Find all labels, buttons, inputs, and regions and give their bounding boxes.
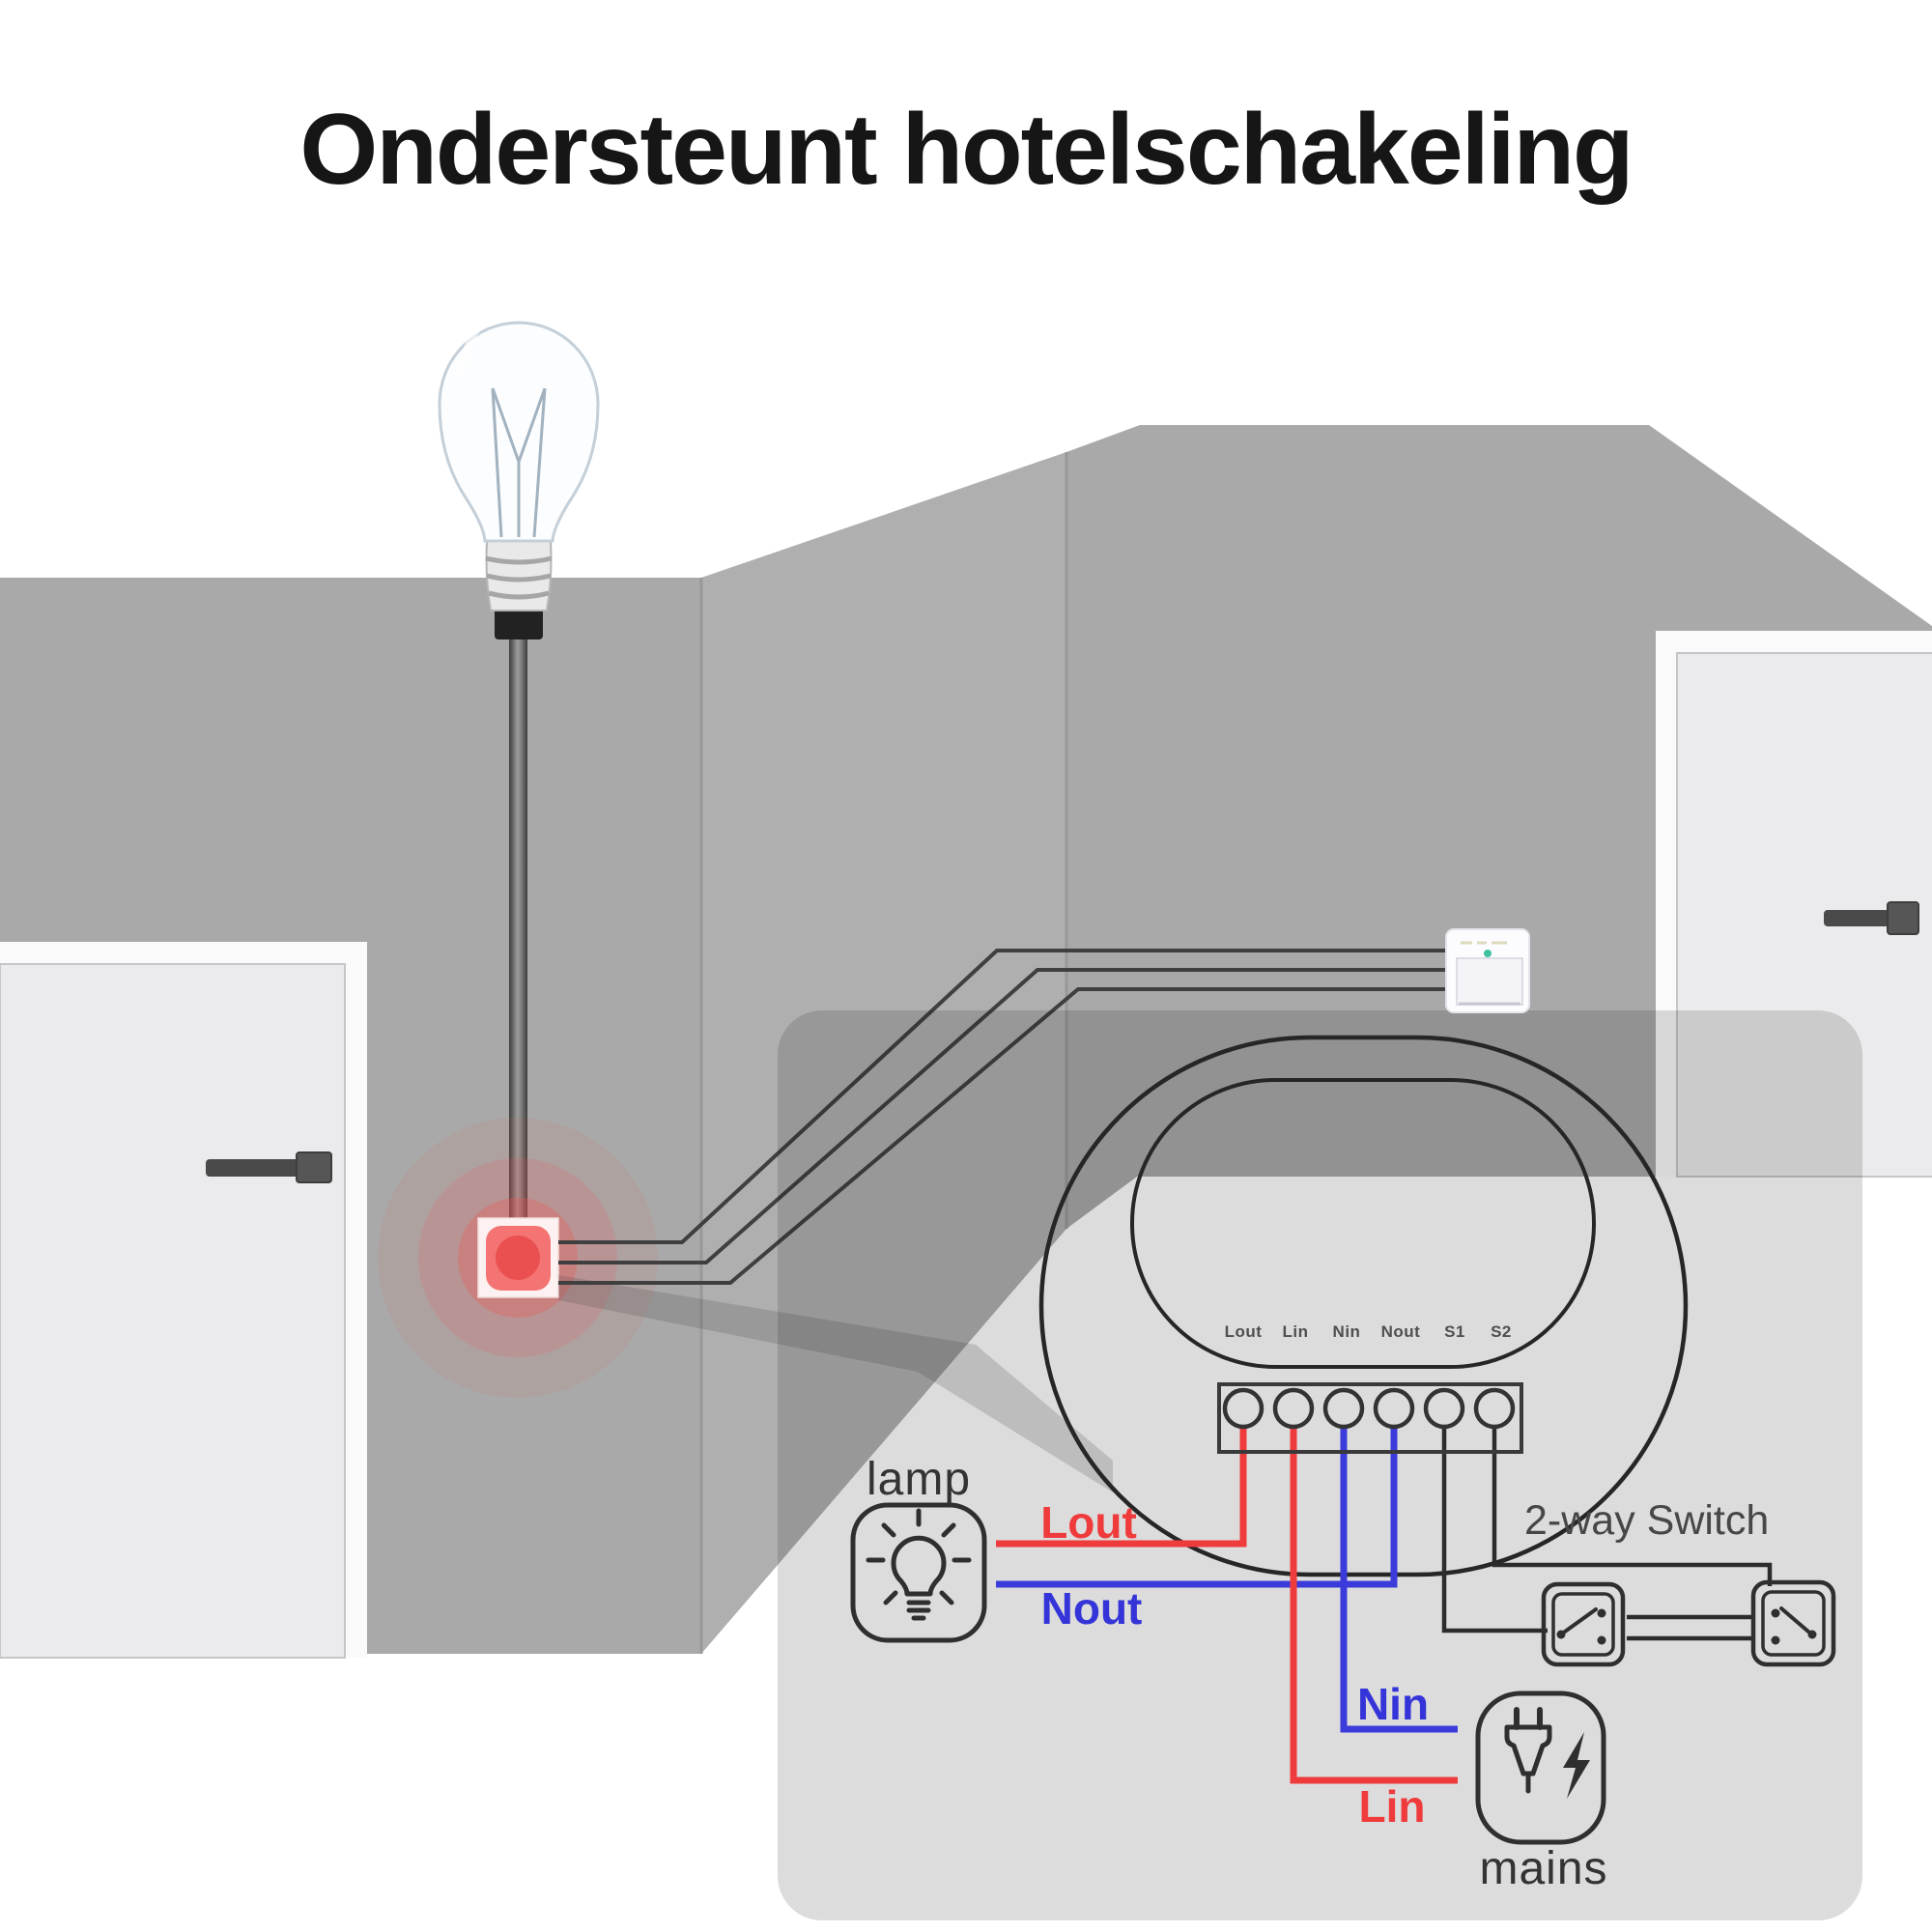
lamp-icon-box	[850, 1502, 987, 1643]
door-handle	[206, 1159, 300, 1177]
mains-icon-box	[1475, 1690, 1606, 1845]
wire-nout	[996, 1426, 1398, 1588]
terminal-circle	[1272, 1387, 1315, 1430]
terminal-label: Lout	[1225, 1322, 1263, 1341]
wire-labels: Lout Nout Nin Lin	[1040, 1497, 1429, 1832]
button-center	[496, 1236, 540, 1280]
wire-lout	[996, 1426, 1247, 1548]
run-wire-2	[558, 968, 1449, 1264]
wire-nin	[1340, 1426, 1458, 1733]
module-outline-outer	[1038, 1035, 1689, 1577]
wall-switch	[1445, 928, 1530, 1013]
wire-shadow	[558, 1275, 1113, 1492]
bulb-base-ridges	[485, 555, 553, 600]
terminal-circle	[1423, 1387, 1465, 1430]
ceiling-light	[438, 305, 600, 1224]
door-right	[1656, 631, 1932, 1178]
terminal-circle	[1473, 1387, 1516, 1430]
door-handle-plate	[296, 1151, 332, 1183]
lamp-label: lamp	[867, 1454, 971, 1505]
plug-lightning-icon	[1504, 1707, 1590, 1799]
wall-switch-led	[1484, 950, 1492, 957]
wire-lin	[1290, 1426, 1458, 1784]
door-handle	[1824, 910, 1889, 926]
terminal-wires	[996, 1426, 1773, 1784]
switch-icon-left	[1541, 1581, 1626, 1667]
wire-run	[558, 949, 1449, 1285]
bulb-filament	[491, 387, 547, 538]
label-nout: Nout	[1041, 1583, 1143, 1634]
terminal-circle	[1222, 1387, 1264, 1430]
door-left	[0, 942, 367, 1659]
mains-icon: mains	[1475, 1690, 1607, 1894]
terminal-label: Lin	[1283, 1322, 1309, 1341]
two-way-switch-label: 2-way Switch	[1524, 1497, 1769, 1544]
door-panel	[0, 963, 346, 1659]
terminal-label: S1	[1444, 1322, 1465, 1341]
terminal-label: Nin	[1333, 1322, 1361, 1341]
wall-switch-rocker	[1456, 957, 1523, 1006]
wire-s2	[1492, 1426, 1773, 1586]
terminal-labels: Lout Lin Nin Nout S1 S2	[1225, 1322, 1512, 1341]
switch-icon-right	[1750, 1579, 1836, 1667]
terminal-block	[1217, 1382, 1523, 1454]
two-way-switches: 2-way Switch	[1524, 1497, 1836, 1667]
terminal-label: Nout	[1381, 1322, 1421, 1341]
run-wire-3	[558, 987, 1449, 1285]
terminal-circle	[1322, 1387, 1365, 1430]
bulb-icon	[866, 1508, 972, 1621]
bulb-glass	[438, 321, 600, 543]
terminal-circle	[1373, 1387, 1415, 1430]
run-wire-1	[558, 949, 1449, 1244]
wire-s1	[1441, 1426, 1548, 1634]
bulb-socket-collar	[495, 607, 543, 639]
module-outline-inner	[1130, 1078, 1596, 1369]
label-nin: Nin	[1357, 1679, 1429, 1729]
bulb-highlight	[458, 305, 508, 377]
label-lout: Lout	[1040, 1497, 1137, 1548]
relay-button	[378, 1118, 658, 1398]
door-handle-plate	[1887, 901, 1919, 935]
label-lin: Lin	[1359, 1781, 1426, 1832]
lamp-icon: lamp	[850, 1454, 987, 1643]
mains-label: mains	[1479, 1843, 1607, 1894]
relay-module	[1038, 1035, 1689, 1577]
lightning-bolt	[1563, 1732, 1590, 1799]
bulb-cord	[509, 633, 527, 1224]
traveller-wires	[1627, 1614, 1753, 1641]
terminal-label: S2	[1491, 1322, 1512, 1341]
terminal-strip	[1217, 1382, 1523, 1454]
page-title: Ondersteunt hotelschakeling	[299, 94, 1634, 206]
